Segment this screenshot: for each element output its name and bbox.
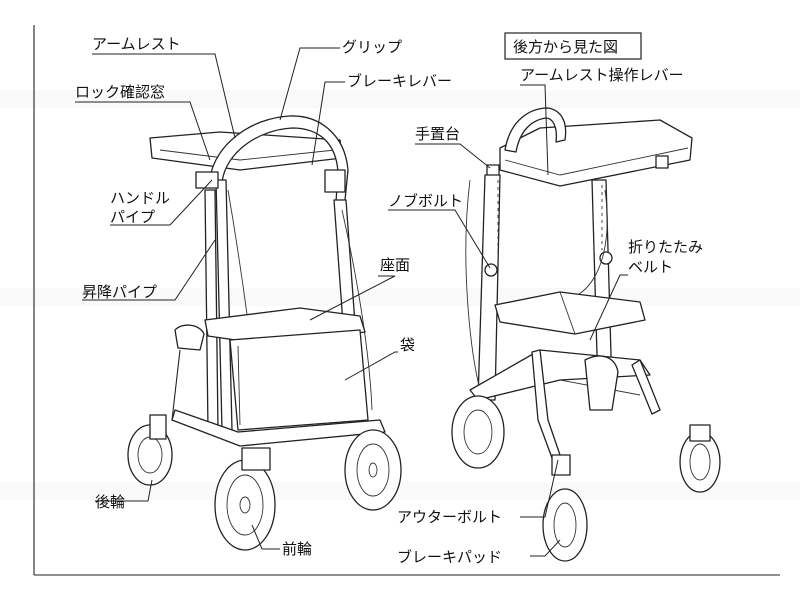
labels: アームレスト ロック確認窓 グリップ ブレーキレバー ハンドル パイプ 昇降パイ… bbox=[75, 32, 703, 566]
label-armrest: アームレスト bbox=[92, 35, 181, 53]
label-lock-window: ロック確認窓 bbox=[75, 83, 165, 101]
label-view-box: 後方から見た図 bbox=[513, 38, 618, 56]
label-rear-wheel: 後輪 bbox=[95, 493, 125, 511]
label-brake-lever: ブレーキレバー bbox=[347, 72, 452, 90]
walker-front-view bbox=[127, 115, 402, 551]
rear-view-wheel-front bbox=[542, 488, 588, 562]
front-wheel-right bbox=[344, 429, 402, 511]
label-knob-bolt: ノブボルト bbox=[388, 192, 463, 210]
label-handle-pipe-2: パイプ bbox=[110, 208, 155, 226]
front-wheel bbox=[214, 459, 276, 551]
bag-front bbox=[229, 329, 369, 431]
label-front-wheel: 前輪 bbox=[282, 540, 312, 558]
leader-lines bbox=[75, 47, 628, 557]
view-box bbox=[504, 32, 642, 60]
label-bag: 袋 bbox=[400, 336, 415, 354]
label-handle-pipe-1: ハンドル bbox=[110, 189, 170, 207]
rear-upright-left bbox=[477, 174, 501, 401]
label-seat: 座面 bbox=[380, 256, 410, 274]
label-brake-pad: ブレーキパッド bbox=[397, 548, 502, 566]
rear-view-wheel-left bbox=[451, 395, 505, 469]
label-hand-rest: 手置台 bbox=[415, 125, 460, 143]
label-grip: グリップ bbox=[342, 38, 402, 56]
label-folding-belt-1: 折りたたみ bbox=[628, 238, 703, 256]
label-outer-bolt: アウターボルト bbox=[397, 508, 502, 526]
handle-pipe-left bbox=[215, 179, 233, 431]
label-lift-pipe: 昇降パイプ bbox=[82, 283, 157, 301]
label-armrest-lever: アームレスト操作レバー bbox=[520, 66, 684, 84]
label-folding-belt-2: ベルト bbox=[628, 258, 673, 276]
